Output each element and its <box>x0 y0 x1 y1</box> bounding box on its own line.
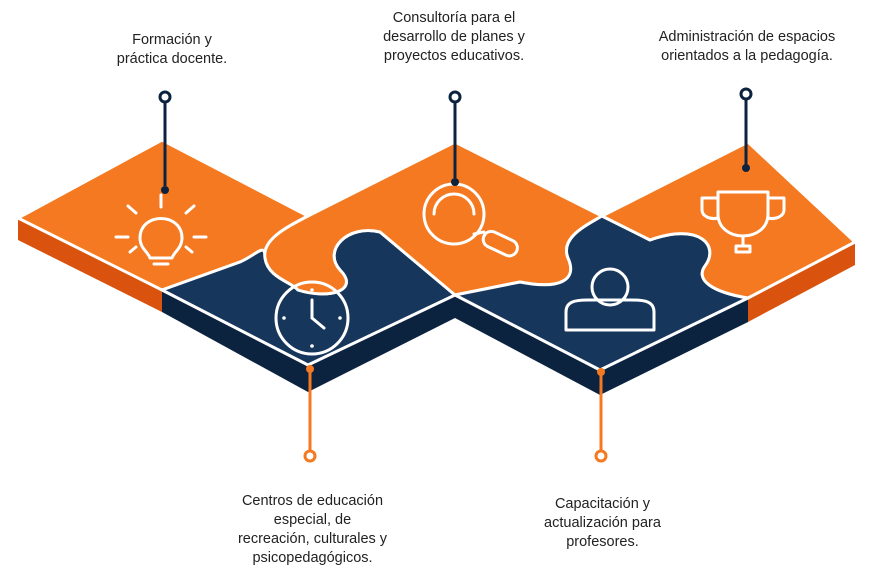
caption-consultoria: Consultoría para el desarrollo de planes… <box>383 10 525 64</box>
connector-3 <box>739 87 753 172</box>
trophy-icon <box>700 190 786 254</box>
person-icon <box>564 267 656 332</box>
piece-1-side <box>18 218 162 312</box>
connector-2 <box>448 90 462 186</box>
piece-4-side-right <box>600 298 748 395</box>
piece-2-side-right <box>308 295 455 392</box>
puzzle-piece-3 <box>263 140 604 297</box>
caption-administracion: Administración de espacios orientados a … <box>658 29 836 64</box>
connector-4 <box>303 365 317 463</box>
lightbulb-icon <box>114 193 208 266</box>
puzzle-piece-5 <box>600 140 857 300</box>
connector-5 <box>594 368 608 463</box>
piece-2-side-left <box>162 290 308 392</box>
piece-5-side <box>748 242 855 322</box>
caption-centros: Centros de educación especial, de recrea… <box>237 493 388 566</box>
piece-4-side-left <box>455 295 600 395</box>
connector-1 <box>158 90 172 194</box>
clock-icon <box>274 280 350 356</box>
caption-formacion: Formación y práctica docente. <box>116 32 228 67</box>
caption-capacitacion: Capacitación y actualización para profes… <box>544 496 661 550</box>
